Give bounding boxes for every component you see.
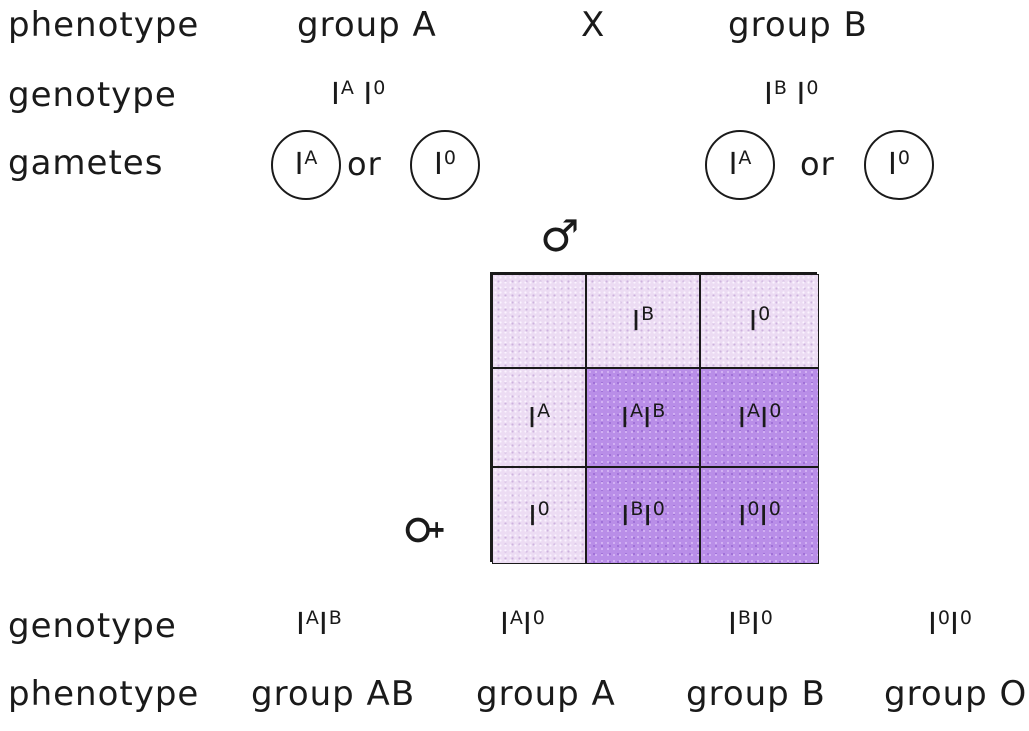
result-phenotype-4: group O <box>884 674 1028 714</box>
results-phenotype-label: phenotype <box>8 674 200 714</box>
parent-a-phenotype: group A <box>297 5 437 45</box>
or-word-a: or <box>347 145 382 183</box>
offspring-cell-2-1: IBI0 <box>586 467 700 564</box>
parent-b-phenotype: group B <box>728 5 868 45</box>
female-gamete-cell-1: IA <box>492 368 586 467</box>
female-symbol-icon: ♀ <box>398 513 450 547</box>
cross-symbol: X <box>581 5 606 45</box>
phenotype-label: phenotype <box>8 5 200 45</box>
male-gamete-cell-1: IB <box>586 274 700 368</box>
results-genotype-label: genotype <box>8 606 177 646</box>
punnett-square: IB I0 IA IAIB IAI0 I0 IBI0 I0I0 <box>490 272 819 564</box>
result-phenotype-3: group B <box>686 674 826 714</box>
punnett-corner-cell <box>492 274 586 368</box>
result-genotype-3: IBI0 <box>728 607 773 642</box>
genotype-label: genotype <box>8 75 177 115</box>
result-genotype-2: IAI0 <box>500 607 545 642</box>
parent-a-genotype: IA I0 <box>331 77 386 112</box>
offspring-cell-2-2: I0I0 <box>700 467 819 564</box>
gamete-circle-a1: IA <box>271 130 341 200</box>
result-genotype-4: I0I0 <box>928 607 972 642</box>
result-phenotype-1: group AB <box>251 674 416 714</box>
male-gamete-cell-2: I0 <box>700 274 819 368</box>
or-word-b: or <box>800 145 835 183</box>
gamete-circle-b1: IA <box>705 130 775 200</box>
gametes-label: gametes <box>8 143 164 183</box>
offspring-cell-1-1: IAIB <box>586 368 700 467</box>
female-gamete-cell-2: I0 <box>492 467 586 564</box>
offspring-cell-1-2: IAI0 <box>700 368 819 467</box>
male-symbol-icon: ♂ <box>540 211 580 262</box>
gamete-circle-a2: I0 <box>410 130 480 200</box>
result-phenotype-2: group A <box>476 674 616 714</box>
gamete-circle-b2: I0 <box>864 130 934 200</box>
parent-b-genotype: IB I0 <box>764 77 819 112</box>
result-genotype-1: IAIB <box>296 607 342 642</box>
